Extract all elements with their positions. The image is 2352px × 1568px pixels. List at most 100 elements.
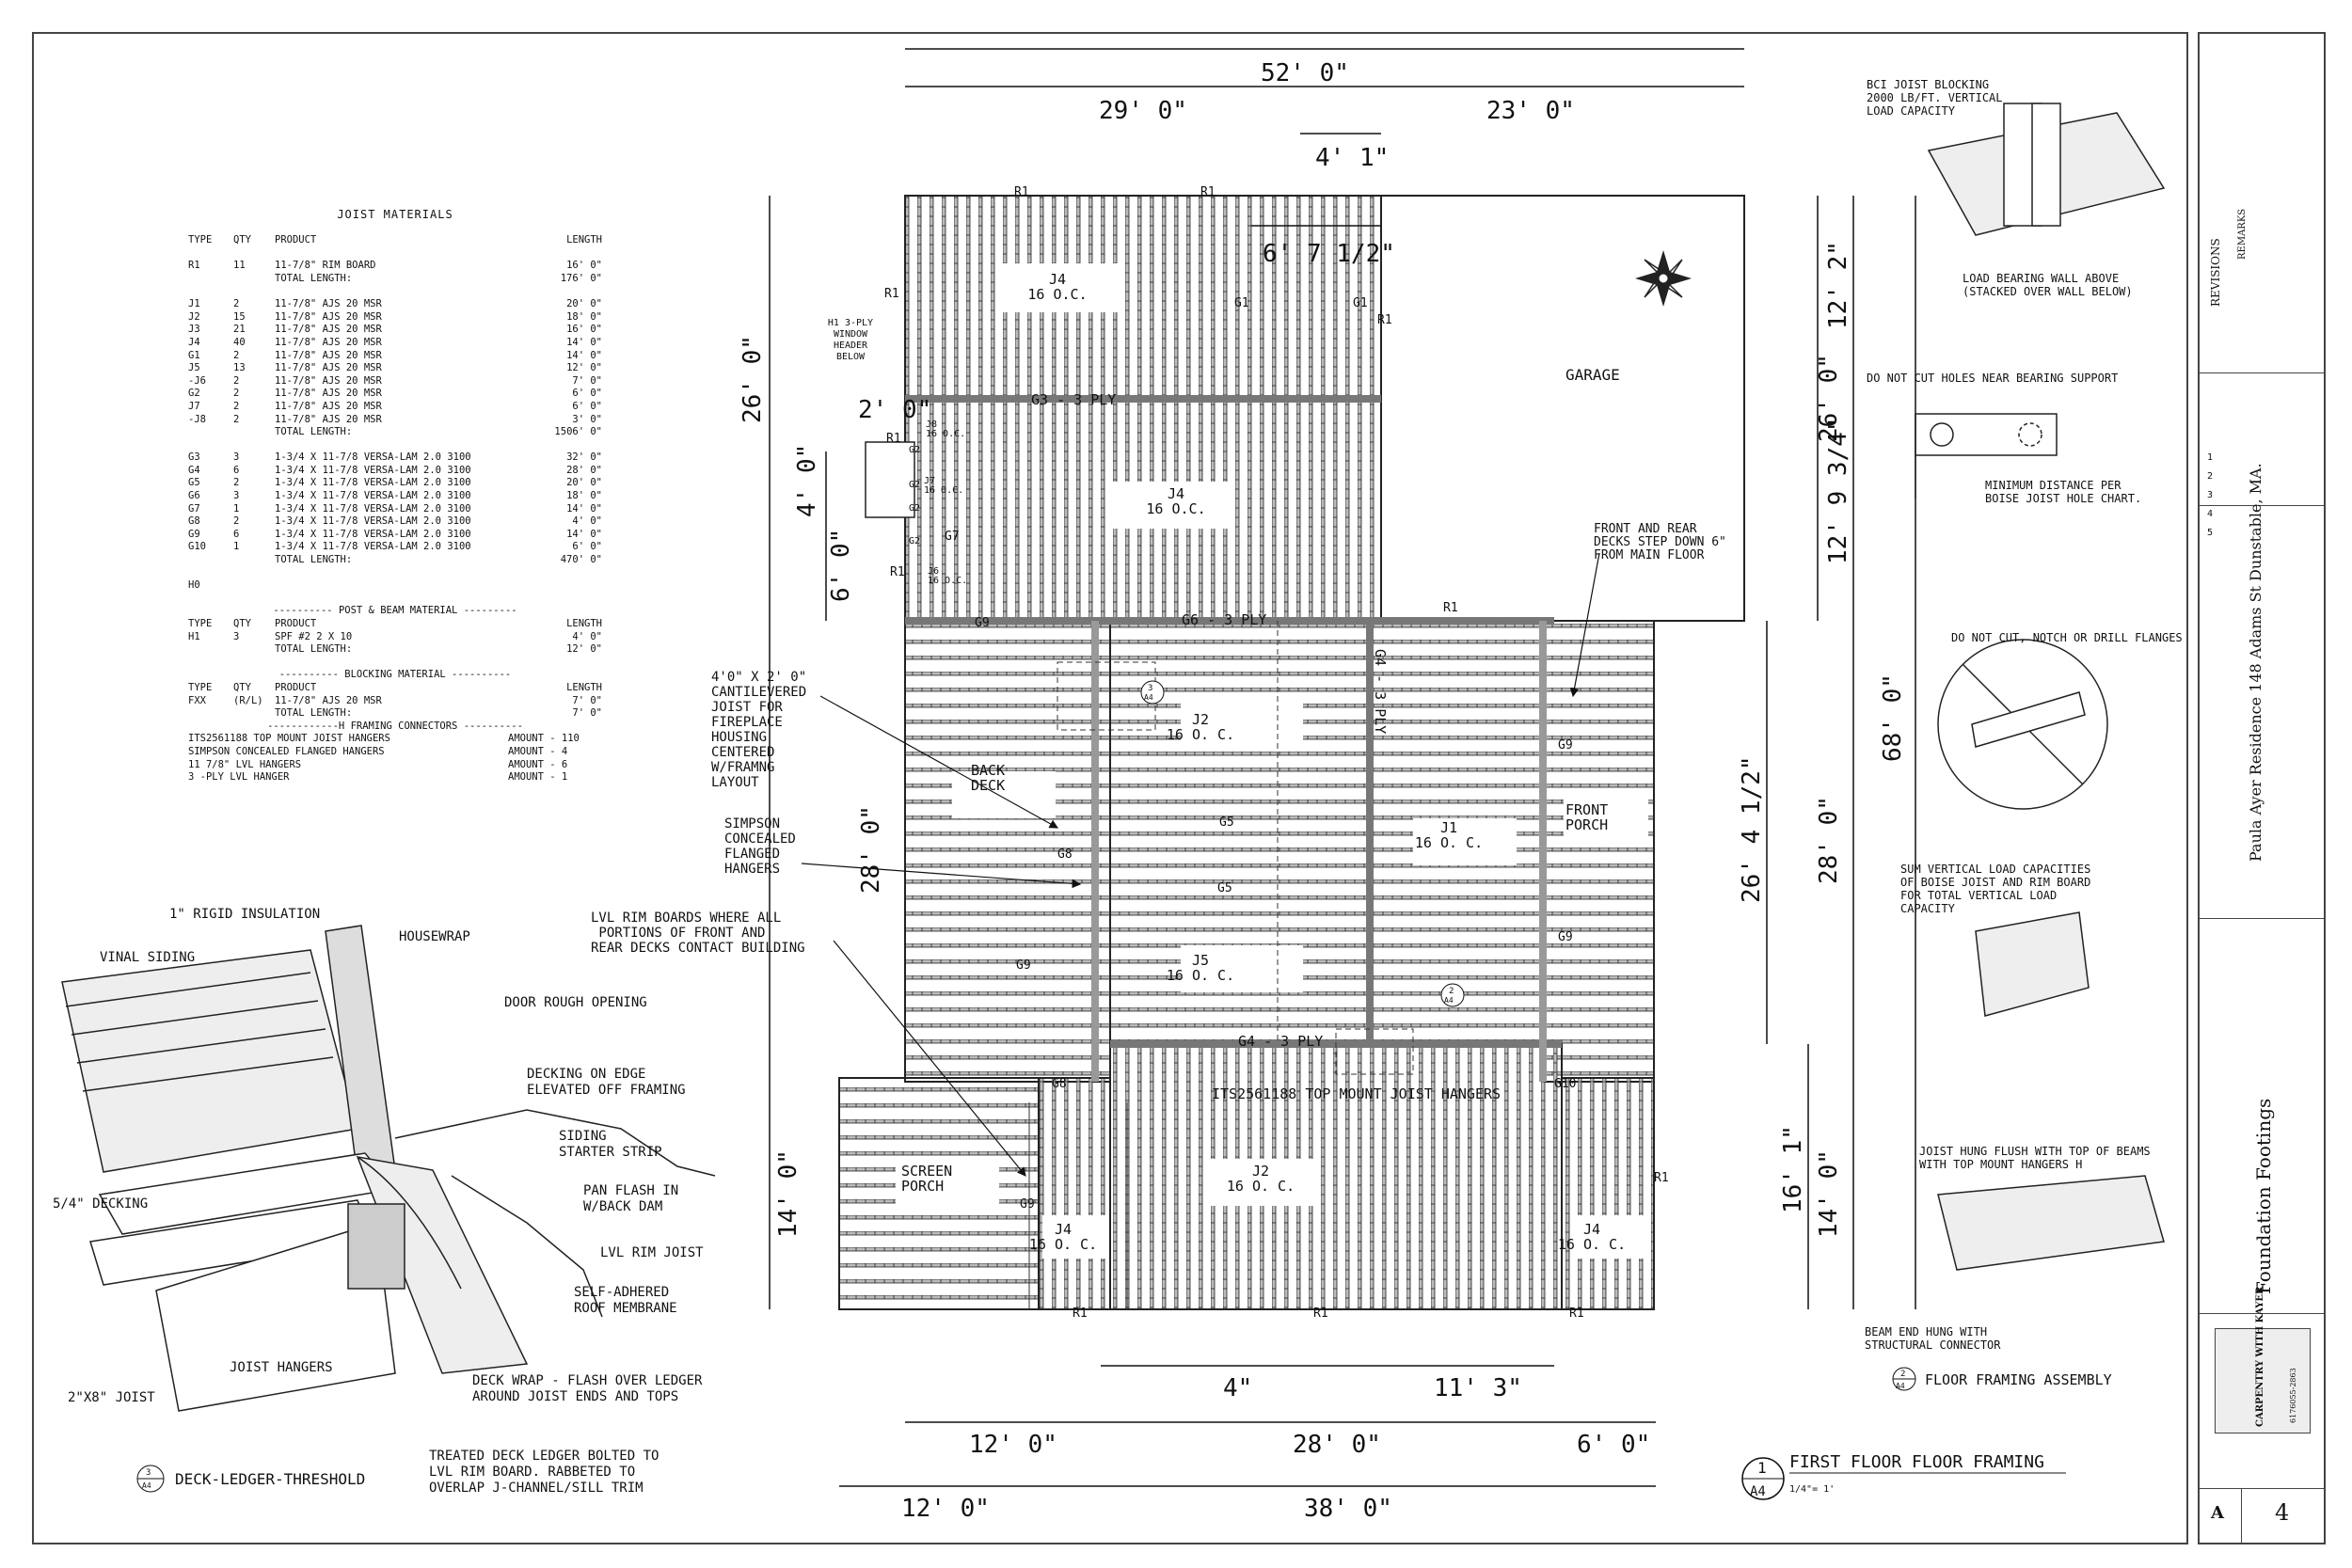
svg-text:FIRST FLOOR FLOOR FRAMING: FIRST FLOOR FLOOR FRAMING bbox=[1789, 1452, 2044, 1472]
revision-number: 4 bbox=[2207, 509, 2214, 519]
plan-mark: G9 bbox=[1558, 738, 1573, 752]
right-sketches bbox=[1915, 103, 2166, 1271]
svg-text:FLOOR FRAMING ASSEMBLY: FLOOR FRAMING ASSEMBLY bbox=[1925, 1371, 2112, 1388]
note-bearing-wall: LOAD BEARING WALL ABOVE(STACKED OVER WAL… bbox=[1963, 272, 2133, 298]
deck-detail-label: DOOR ROUGH OPENING bbox=[504, 995, 647, 1010]
svg-text:3: 3 bbox=[146, 1468, 151, 1478]
section-ref-3: 3 A4 bbox=[1140, 680, 1165, 705]
plan-mark: G1 bbox=[1234, 296, 1249, 310]
beam-g3: G3 - 3 PLY bbox=[1031, 391, 1116, 408]
plan-mark: G8 bbox=[1052, 1077, 1067, 1091]
beam-g4-vert: G4 - 3 PLY bbox=[1372, 649, 1389, 734]
plan-mark: G9 bbox=[1020, 1197, 1035, 1212]
plan-mark: R1 bbox=[1073, 1307, 1088, 1321]
plan-mark: G9 bbox=[975, 616, 990, 630]
leader-lines bbox=[801, 552, 1600, 1177]
plan-mark: G1 bbox=[1353, 296, 1368, 310]
plan-mark: G2 bbox=[909, 503, 920, 514]
deck-detail-title: 3 A4 DECK-LEDGER-THRESHOLD bbox=[136, 1465, 365, 1493]
svg-text:A4: A4 bbox=[1750, 1484, 1766, 1499]
sheet-prefix: A bbox=[2211, 1503, 2224, 1523]
dim-bottom-38: 38' 0" bbox=[1304, 1495, 1392, 1523]
callout-lvl: LVL RIM BOARDS WHERE ALL PORTIONS OF FRO… bbox=[591, 911, 805, 956]
dim-top-overall: 52' 0" bbox=[1261, 59, 1349, 87]
dim-top-right: 23' 0" bbox=[1486, 97, 1575, 125]
hanger-note: ITS2561188 TOP MOUNT JOIST HANGERS bbox=[1212, 1085, 1501, 1102]
joist-table-row: TOTAL LENGTH:470' 0" bbox=[275, 554, 602, 566]
dim-left-6: 6' 0" bbox=[827, 529, 855, 602]
dim-top-small: 4' 1" bbox=[1315, 144, 1389, 172]
plan-mark: R1 bbox=[886, 432, 901, 446]
dim-right-16: 16' 1" bbox=[1779, 1125, 1807, 1213]
dim-left-2: 2' 0" bbox=[858, 396, 931, 424]
svg-text:A4: A4 bbox=[1896, 1382, 1905, 1390]
plan-mark: R1 bbox=[1443, 601, 1458, 615]
post-table-row: TOTAL LENGTH:12' 0" bbox=[275, 643, 602, 656]
svg-text:3: 3 bbox=[1148, 684, 1152, 693]
dim-right-26: 26' 0" bbox=[1815, 354, 1843, 442]
note-no-cut: DO NOT CUT, NOTCH OR DRILL FLANGES bbox=[1951, 631, 2183, 644]
plan-mark: R1 bbox=[890, 565, 905, 579]
svg-text:1/4"= 1': 1/4"= 1' bbox=[1789, 1484, 1835, 1495]
room-garage: GARAGE bbox=[1565, 366, 1620, 384]
beam-g4-low: G4 - 3 PLY bbox=[1238, 1033, 1323, 1050]
plan-mark: R1 bbox=[1014, 185, 1029, 199]
plan-mark: G9 bbox=[1016, 958, 1031, 973]
dim-bottom-4in: 4" bbox=[1223, 1374, 1252, 1402]
north-arrow-icon bbox=[1635, 250, 1692, 307]
joist-h0: H0 bbox=[188, 579, 200, 592]
dim-left-28: 28' 0" bbox=[857, 805, 885, 894]
project-name: Paula Ayer Residence 148 Adams St Dunsta… bbox=[2247, 463, 2265, 862]
dim-left-14: 14' 0" bbox=[774, 1149, 803, 1238]
dim-bottom-28: 28' 0" bbox=[1293, 1431, 1381, 1459]
svg-text:DECK-LEDGER-THRESHOLD: DECK-LEDGER-THRESHOLD bbox=[175, 1470, 365, 1488]
dimension-texts: 52' 0" 29' 0" 23' 0" 4' 1" 6' 7 1/2" 26'… bbox=[739, 59, 1907, 1523]
svg-text:2: 2 bbox=[1449, 987, 1454, 996]
dim-right-14: 14' 0" bbox=[1815, 1149, 1843, 1238]
plan-title: 1 A4 FIRST FLOOR FLOOR FRAMING 1/4"= 1' bbox=[1741, 1452, 2066, 1500]
assembly-title: 2 A4 FLOOR FRAMING ASSEMBLY bbox=[1892, 1367, 2112, 1391]
section-ref-2: 2 A4 bbox=[1440, 983, 1465, 1007]
joist-table-title: JOIST MATERIALS bbox=[337, 208, 453, 221]
plan-mark: R1 bbox=[1569, 1307, 1584, 1321]
plan-mark: G10 bbox=[1554, 1077, 1576, 1091]
dim-left-4: 4' 0" bbox=[793, 444, 821, 517]
dim-left-26: 26' 0" bbox=[739, 335, 767, 423]
plan-mark: R1 bbox=[1377, 313, 1392, 327]
note-no-holes: DO NOT CUT HOLES NEAR BEARING SUPPORT bbox=[1867, 372, 2118, 385]
svg-text:A4: A4 bbox=[142, 1481, 151, 1490]
company-logo: CARPENTRY WITH KAYER 6176055-2863 bbox=[2215, 1287, 2311, 1433]
revision-number: 2 bbox=[2207, 471, 2214, 482]
plan-mark: R1 bbox=[1654, 1171, 1669, 1185]
plan-mark: G2 bbox=[909, 536, 920, 546]
